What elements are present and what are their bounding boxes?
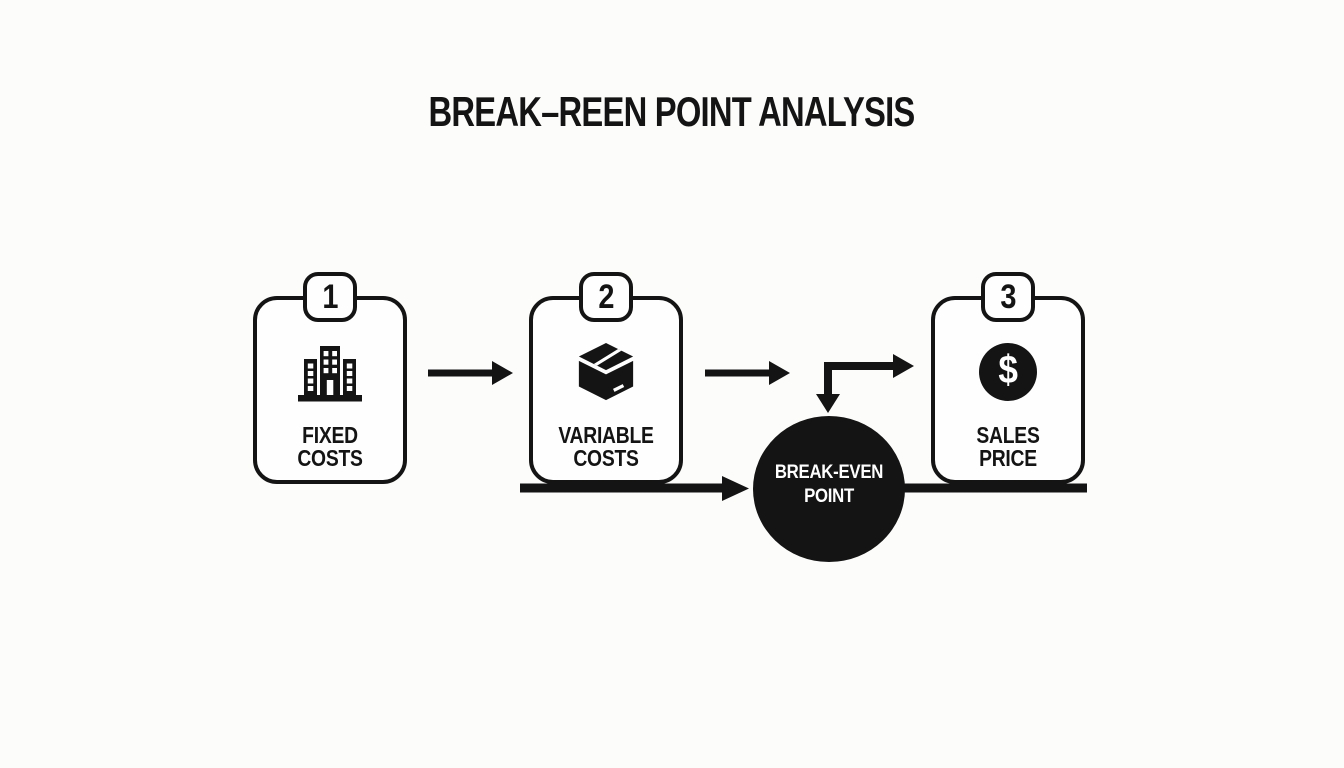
dollar-sign-icon: $: [935, 336, 1081, 408]
step-number-badge: 1: [303, 272, 357, 322]
step-card-fixed-costs: 1: [253, 272, 407, 484]
break-even-point-node: BREAK-EVEN POINT: [753, 416, 905, 562]
arrow-variable-to-junction: [705, 361, 790, 385]
package-icon: [533, 336, 679, 408]
page-title: BREAK–REEN POINT ANALYSIS: [0, 88, 1344, 136]
arrow-fixed-to-variable: [428, 361, 513, 385]
step-number: 1: [321, 277, 339, 316]
step-number: 2: [597, 277, 615, 316]
step-card-sales-price: 3 $ SALES PRICE: [931, 272, 1085, 484]
elbow-arrow-to-break-even-and-sales: [816, 354, 914, 413]
step-card-variable-costs: 2 VARIABLE COSTS: [529, 272, 683, 484]
step-number-badge: 2: [579, 272, 633, 322]
break-even-label-line2: POINT: [804, 485, 854, 507]
step-label: FIXED COSTS: [297, 422, 363, 471]
step-number: 3: [999, 277, 1017, 316]
break-even-label-line1: BREAK-EVEN: [774, 461, 884, 483]
dollar-glyph: $: [998, 348, 1018, 392]
building-icon: [257, 336, 403, 408]
page-title-text: BREAK–REEN POINT ANALYSIS: [429, 88, 916, 135]
step-label: VARIABLE COSTS: [558, 422, 659, 471]
step-label: SALES PRICE: [976, 422, 1045, 471]
step-number-badge: 3: [981, 272, 1035, 322]
dollar-circle: $: [979, 343, 1037, 401]
